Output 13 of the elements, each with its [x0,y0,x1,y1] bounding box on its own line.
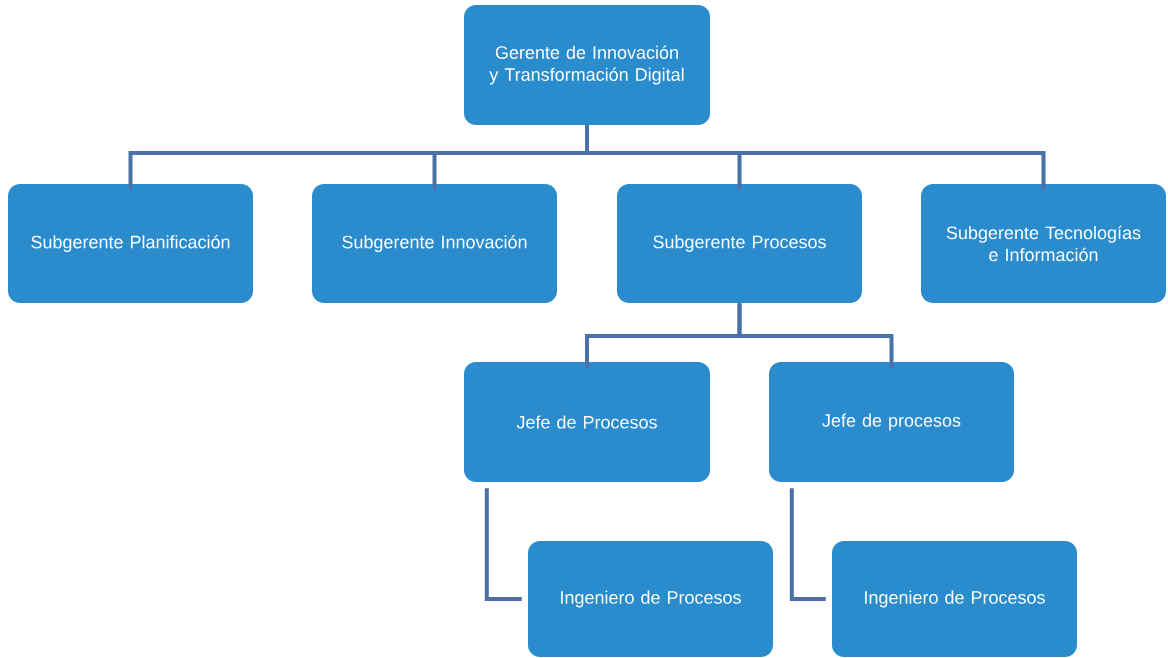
connector-line [484,488,522,601]
org-box: Gerente de Innovación y Transformación Digital [464,5,710,125]
org-box: Ingeniero de Procesos [528,541,773,657]
org-box: Subgerente Procesos [617,184,862,303]
org-box: Ingeniero de Procesos [832,541,1077,657]
connector-line [737,303,894,368]
connector-line [789,488,826,601]
org-box: Subgerente Planificación [8,184,253,303]
org-box: Subgerente Innovación [312,184,557,303]
connector-line [585,125,1046,190]
org-box: Jefe de Procesos [464,362,710,482]
org-box: Jefe de procesos [769,362,1014,482]
org-box: Subgerente Tecnologías e Información [921,184,1166,303]
